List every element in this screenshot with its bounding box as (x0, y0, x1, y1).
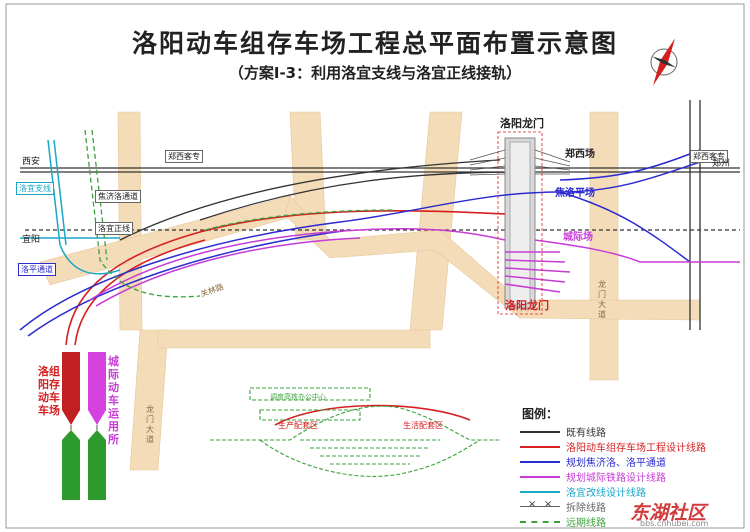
planned-blue-lines (19, 149, 701, 337)
legend-label: 规划城际铁路设计线路 (566, 473, 666, 484)
legend-swatch (520, 521, 560, 523)
label-zhengxi-kexian: 郑西客专 (165, 150, 203, 163)
label-zhengxi-chang: 郑西场 (565, 149, 595, 160)
map-frame (5, 3, 745, 529)
intercity-bar-magenta (88, 352, 106, 425)
legend-label: 拆除线路 (566, 503, 606, 514)
legend-label: 既有线路 (566, 428, 606, 439)
legend-swatch (520, 446, 560, 448)
store-bar-green-lower (62, 430, 80, 500)
road-a-label: 龙门大道 (146, 405, 154, 444)
design-red-lines (65, 210, 506, 426)
legend-item: 规划焦济洛、洛平通道 (520, 454, 730, 470)
luoyang-store-text: 洛组阳存动车车场 (38, 365, 60, 417)
longmen-station (504, 137, 536, 309)
legend-item: 远期线路 (520, 514, 730, 530)
label-jiaozuo-tongdao: 焦济洛通道 (95, 190, 141, 203)
store-bar-red (62, 352, 80, 425)
label-chengji-yongsuo: 城际动车运用所 (108, 355, 122, 446)
legend-label: 规划焦济洛、洛平通道 (566, 458, 666, 469)
label-luoyi-zhengxian: 洛宜正线 (95, 222, 133, 235)
zhengxi-yard (469, 149, 571, 176)
label-longmen-bottom: 洛阳龙门 (505, 299, 549, 312)
label-luoping-tongdao: 洛平通道 (18, 263, 56, 276)
luoyang-store-yard (62, 352, 106, 500)
label-shengchan-peitao: 生产配套区 (278, 421, 318, 430)
page-title: 洛阳动车组存车场工程总平面布置示意图 (131, 29, 618, 58)
legend-item: ×× 拆除线路 (520, 499, 730, 515)
road-right-diag (409, 111, 463, 331)
legend-item: 洛阳动车组存车场工程设计线路 (520, 439, 730, 455)
compass-icon (650, 38, 678, 86)
page-subtitle: （方案Ⅰ-3：利用洛宜支线与洛宜正线接轨） (228, 64, 522, 82)
label-xian: 西安 (22, 157, 41, 167)
chengji-yongsuo-text: 城际动车运用所 (108, 355, 119, 446)
existing-lines (20, 100, 740, 330)
label-jiaoluo-ping-chang: 焦洛平场 (555, 188, 595, 199)
label-zhengxi-kexian-right: 郑西客专 (690, 150, 728, 163)
legend-item: 洛宜改线设计线路 (520, 484, 730, 500)
watermark-logo: 东湖社区 (630, 502, 707, 524)
legend-swatch (520, 491, 560, 493)
legend-swatch (520, 461, 560, 463)
existing-branch (119, 159, 501, 241)
label-longmen-top: 洛阳龙门 (500, 117, 544, 130)
road-left-vertical (117, 111, 143, 331)
intercity-magenta-lines (89, 227, 740, 307)
label-luoyi-zhixian: 洛宜支线 (16, 182, 54, 195)
label-ganju: 调度高铁办公中心 (270, 393, 326, 401)
intercity-bar-green-lower (88, 430, 106, 500)
legend-item: 规划城际铁路设计线路 (520, 469, 730, 485)
legend-title: 图例： (522, 407, 559, 421)
roads-layer (39, 111, 701, 471)
road-east-west (157, 329, 431, 349)
label-shenghuo-peitao: 生活配套区 (403, 421, 443, 430)
legend-swatch (520, 476, 560, 478)
legend-swatch (520, 431, 560, 433)
label-luoyang-store: 洛组阳存动车车场 (34, 365, 64, 417)
future-service-area (210, 387, 500, 477)
road-longmen-label: 龙门大道 (598, 280, 606, 319)
legend-label: 远期线路 (566, 518, 606, 529)
longmen-boundary (497, 131, 543, 315)
legend-label: 洛宜改线设计线路 (566, 488, 646, 499)
legend-swatch: ×× (520, 499, 560, 510)
watermark-url: bbs.cnhubei.com (640, 519, 709, 528)
label-chengji-chang: 城际场 (563, 232, 593, 243)
legend-label: 洛阳动车组存车场工程设计线路 (566, 443, 706, 454)
legend-item: 既有线路 (520, 424, 730, 440)
label-zhengzhou: 郑州 (712, 159, 731, 169)
label-yiyang: 宜阳 (22, 235, 41, 245)
road-south-vertical (129, 329, 169, 471)
